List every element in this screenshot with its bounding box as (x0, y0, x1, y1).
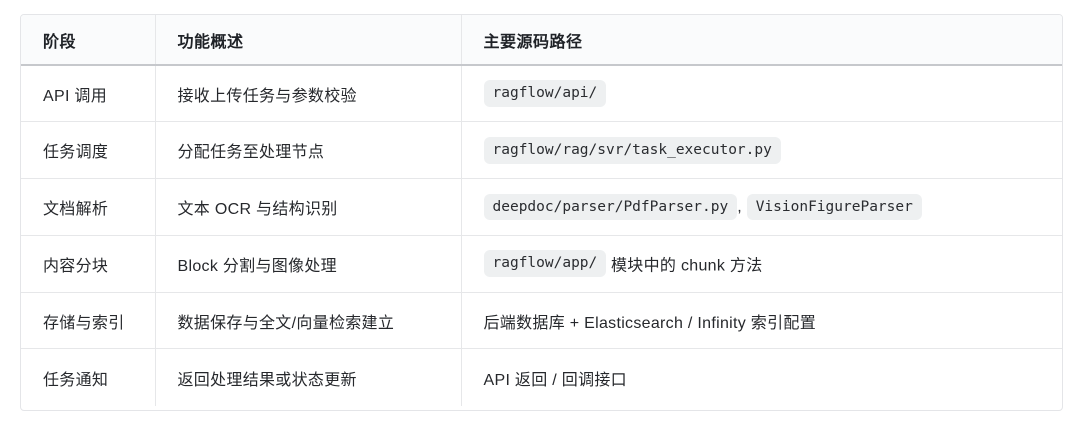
code-chip: VisionFigureParser (746, 193, 922, 221)
path-text: 模块中的 chunk 方法 (606, 257, 763, 275)
path-text: 后端数据库 + Elasticsearch / Infinity 索引配置 (483, 314, 817, 332)
cell-stage: API 调用 (21, 65, 155, 122)
cell-stage: 存储与索引 (21, 291, 155, 349)
code-chip: ragflow/api/ (483, 80, 607, 108)
table-row: 任务调度分配任务至处理节点 ragflow/rag/svr/task_execut… (21, 121, 1062, 179)
path-text: API 返回 / 回调接口 (483, 371, 627, 389)
cell-path: ragflow/app/ 模块中的 chunk 方法 (460, 234, 1062, 293)
code-chip: ragflow/rag/svr/task_executor.py (483, 136, 781, 164)
cell-stage: 内容分块 (21, 234, 155, 293)
table-row: 存储与索引数据保存与全文/向量检索建立 后端数据库 + Elasticsearch… (21, 291, 1062, 349)
table-header: 阶段功能概述主要源码路径 (21, 15, 1062, 66)
cell-summary: 接收上传任务与参数校验 (154, 65, 461, 122)
table-row: API 调用接收上传任务与参数校验 ragflow/api/ (21, 65, 1062, 122)
table-header-row: 阶段功能概述主要源码路径 (21, 15, 1062, 66)
cell-path: deepdoc/parser/PdfParser.py, VisionFigur… (460, 178, 1062, 236)
cell-path: ragflow/rag/svr/task_executor.py (460, 121, 1062, 179)
cell-path: 后端数据库 + Elasticsearch / Infinity 索引配置 (460, 291, 1062, 349)
cell-stage: 任务通知 (21, 348, 155, 406)
cell-path: ragflow/api/ (460, 65, 1062, 122)
table-body: API 调用接收上传任务与参数校验 ragflow/api/任务调度分配任务至处理… (21, 65, 1062, 406)
cell-path: API 返回 / 回调接口 (460, 348, 1062, 406)
cell-summary: 文本 OCR 与结构识别 (154, 178, 461, 236)
cell-stage: 文档解析 (21, 178, 155, 236)
code-chip: ragflow/app/ (483, 250, 607, 278)
source-path-table-container: 阶段功能概述主要源码路径 API 调用接收上传任务与参数校验 ragflow/ap… (20, 14, 1063, 411)
code-chip: deepdoc/parser/PdfParser.py (483, 193, 738, 221)
header-cell-0: 阶段 (21, 15, 155, 66)
cell-summary: 返回处理结果或状态更新 (154, 348, 461, 406)
cell-stage: 任务调度 (21, 121, 155, 179)
header-cell-2: 主要源码路径 (460, 15, 1062, 66)
header-cell-1: 功能概述 (154, 15, 461, 66)
path-text: , (737, 197, 747, 215)
source-path-table: 阶段功能概述主要源码路径 API 调用接收上传任务与参数校验 ragflow/ap… (21, 15, 1062, 406)
cell-summary: 分配任务至处理节点 (154, 121, 461, 179)
table-row: 任务通知返回处理结果或状态更新 API 返回 / 回调接口 (21, 348, 1062, 406)
cell-summary: Block 分割与图像处理 (154, 234, 461, 293)
cell-summary: 数据保存与全文/向量检索建立 (154, 291, 461, 349)
